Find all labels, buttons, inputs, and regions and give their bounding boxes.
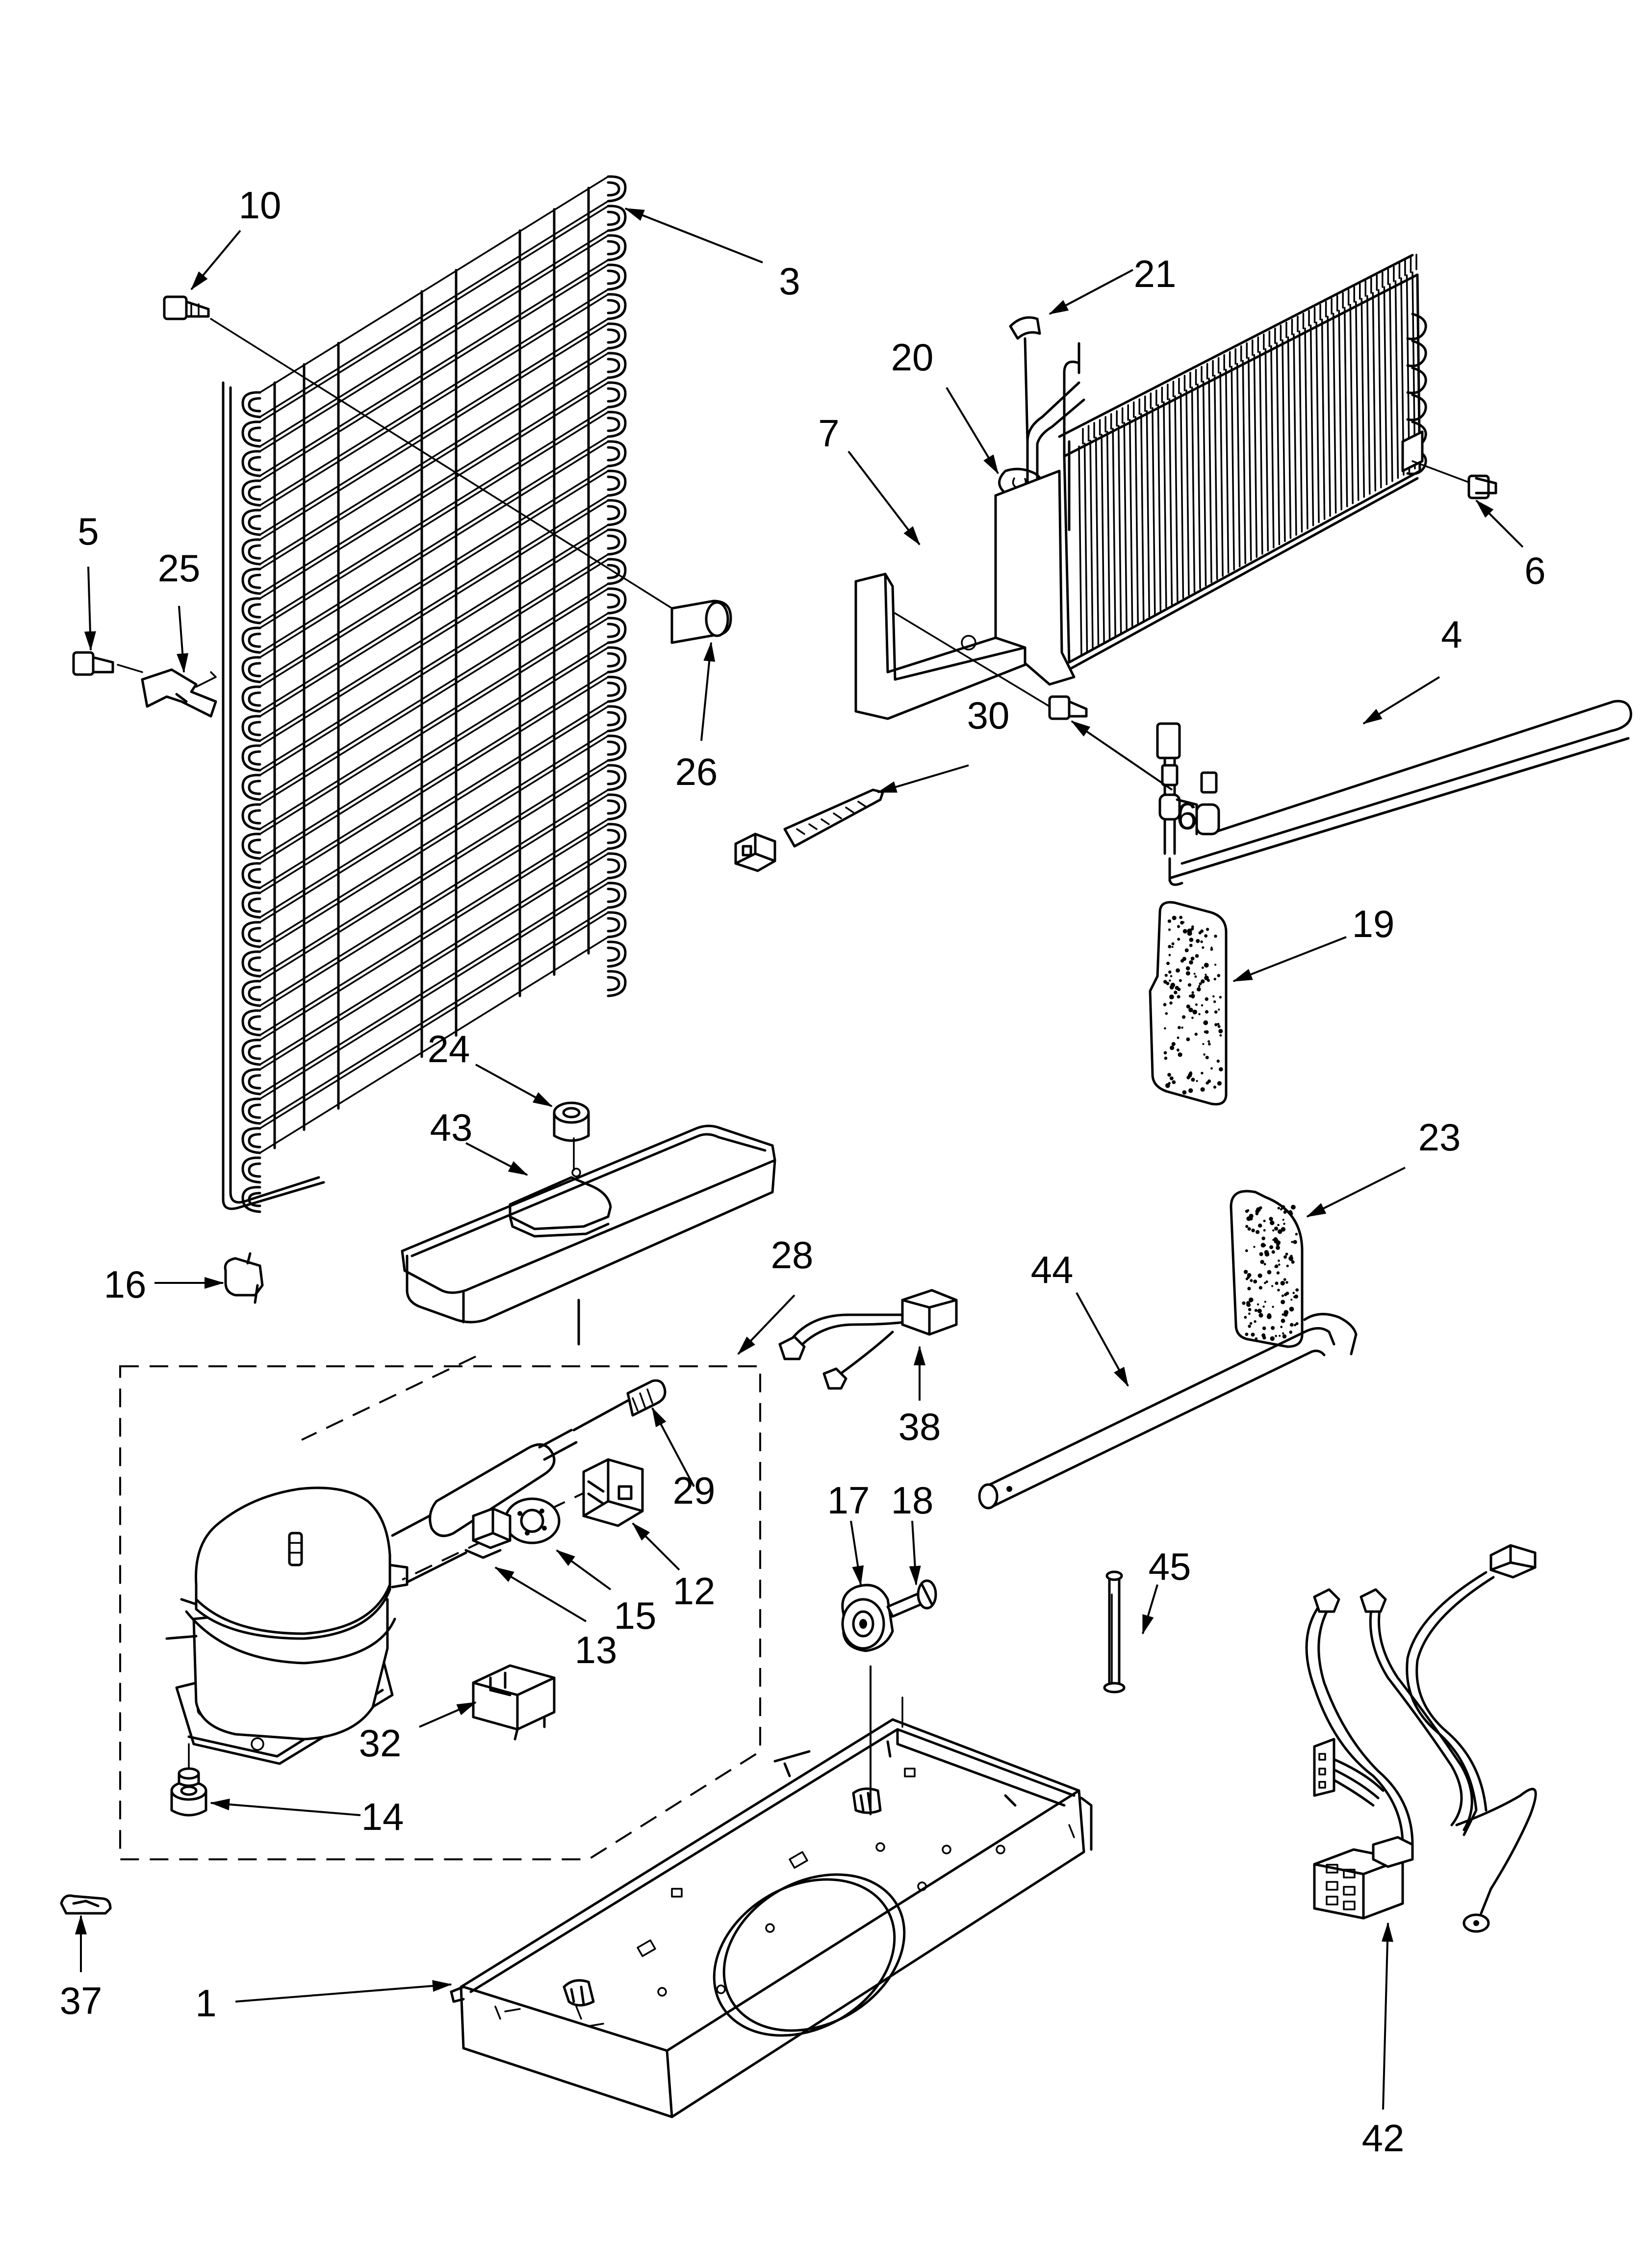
- callout-29: 29: [673, 1469, 716, 1512]
- cover-32: [472, 1664, 556, 1741]
- plug-26: [670, 600, 732, 644]
- wire-harness-38: [778, 1289, 958, 1390]
- foam-block-23: [1230, 1190, 1304, 1348]
- screw-6-lower: [894, 612, 1088, 720]
- callout-21: 21: [1134, 252, 1177, 295]
- callout-37: 37: [60, 1979, 103, 2022]
- callout-32: 32: [359, 1721, 402, 1765]
- callout-28: 28: [771, 1233, 814, 1277]
- callout-42: 42: [1362, 2116, 1405, 2160]
- callout-15: 15: [614, 1594, 657, 1637]
- clip-21: [1009, 316, 1041, 443]
- callout-43: 43: [430, 1106, 473, 1149]
- clip-16: [224, 1252, 264, 1304]
- callout-5: 5: [77, 510, 99, 553]
- bracket-7: [854, 573, 1026, 720]
- callout-14: 14: [361, 1795, 404, 1838]
- callout-6-upper: 6: [1524, 549, 1545, 592]
- callout-17: 17: [827, 1479, 870, 1522]
- callout-6-lower: 6: [1176, 794, 1197, 837]
- screw-6-upper: [1411, 460, 1497, 499]
- screw-10: [163, 295, 712, 634]
- clip-37: [60, 1894, 112, 1915]
- compressor: [165, 1486, 467, 1787]
- bracket-25: [141, 668, 217, 718]
- callout-23: 23: [1418, 1116, 1461, 1159]
- callout-25: 25: [158, 547, 201, 590]
- callout-4: 4: [1441, 613, 1462, 656]
- callout-20: 20: [891, 336, 934, 379]
- drier-29: [391, 1379, 667, 1538]
- screw-18: [886, 1579, 937, 1618]
- wheel-17: [841, 1584, 894, 1652]
- callout-44: 44: [1031, 1248, 1074, 1291]
- callout-7: 7: [818, 412, 839, 455]
- callout-labels: 1 3 4 5 6 6 7 10 12 13 14 15 16 17 18 19…: [60, 183, 1546, 2160]
- callout-16: 16: [104, 1263, 147, 1306]
- wiring-harness-42: [1305, 1544, 1537, 1933]
- drain-pan-43: [401, 1124, 776, 1346]
- cable-tie-30: [734, 788, 884, 872]
- nut-24: [553, 1101, 590, 1171]
- pin-45: [1103, 1570, 1126, 1694]
- condenser-coil: [222, 175, 627, 1213]
- dashed-link: [301, 1356, 476, 1441]
- dashed-group-28: [119, 1365, 761, 1860]
- callout-18: 18: [891, 1479, 934, 1522]
- callout-3: 3: [779, 260, 800, 303]
- callout-24: 24: [428, 1027, 470, 1070]
- callout-13: 13: [575, 1628, 617, 1671]
- callout-19: 19: [1352, 902, 1395, 945]
- overload-15: [504, 1497, 561, 1544]
- evaporator: [994, 254, 1427, 686]
- drain-tube-44: [978, 1313, 1358, 1510]
- callout-12: 12: [673, 1569, 716, 1613]
- callout-26: 26: [675, 750, 718, 793]
- defrost-heater-4: [1156, 700, 1632, 886]
- callout-45: 45: [1149, 1545, 1191, 1588]
- grommet-14: [170, 1767, 207, 1817]
- screw-5: [72, 651, 143, 676]
- callout-1: 1: [195, 1981, 216, 2025]
- callout-10: 10: [239, 183, 282, 227]
- foam-block-19: [1149, 901, 1228, 1106]
- callout-38: 38: [898, 1405, 941, 1448]
- base-pan: [450, 1696, 1093, 2118]
- relay-12: [582, 1458, 644, 1527]
- ptc-13: [464, 1507, 512, 1559]
- leader-arrows: [75, 208, 1524, 2110]
- callout-30: 30: [967, 694, 1010, 737]
